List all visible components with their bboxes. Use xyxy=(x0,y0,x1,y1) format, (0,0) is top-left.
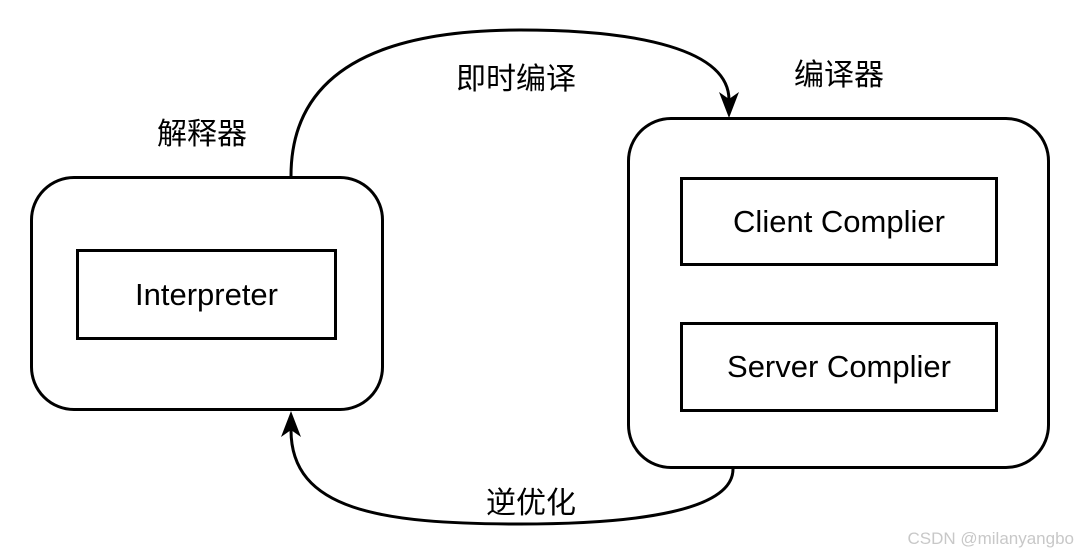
deopt-edge xyxy=(289,429,735,526)
interpreter-label: 解释器 xyxy=(157,117,247,152)
server-compiler-box: Server Complier xyxy=(680,322,998,412)
client-compiler-box: Client Complier xyxy=(680,177,998,266)
jit-edge xyxy=(289,28,731,177)
watermark: CSDN @milanyangbo xyxy=(907,529,1074,548)
deopt-arrowhead xyxy=(281,411,301,437)
jit-arrowhead xyxy=(719,92,739,118)
deopt-label: 逆优化 xyxy=(486,486,576,521)
interpreter-box: Interpreter xyxy=(76,249,337,340)
jit-label: 即时编译 xyxy=(456,62,576,97)
compiler-label: 编译器 xyxy=(794,58,884,93)
